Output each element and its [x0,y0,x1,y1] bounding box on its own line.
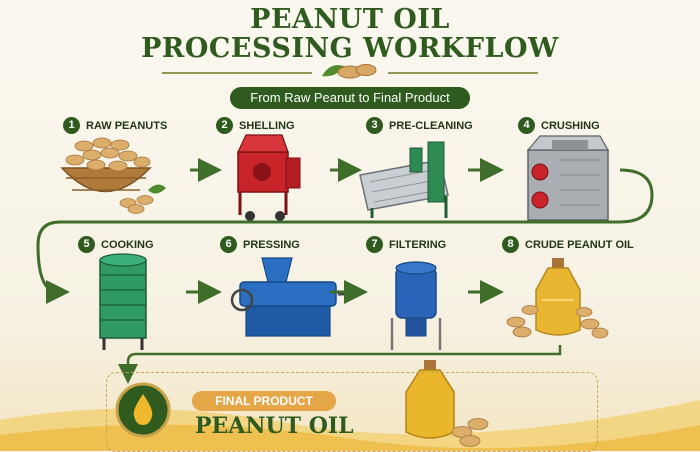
final-oil-bottle-icon [405,360,489,447]
raw-peanuts-basket-icon [60,137,166,214]
step-3-text: PRE-CLEANING [389,119,473,132]
final-product-panel [106,372,598,452]
step-2-label: 2 SHELLING [216,117,295,134]
cooking-tower-icon [99,253,147,350]
step-8-text: CRUDE PEANUT OIL [525,238,634,251]
step-7-label: 7 FILTERING [366,236,446,253]
step-7-text: FILTERING [389,238,447,251]
screw-press-icon [230,257,350,337]
title-line-1: PEANUT OIL [250,4,450,35]
oil-filter-icon [390,261,442,350]
step-5-label: 5 COOKING [78,236,154,253]
step-6-number: 6 [220,236,237,253]
step-3-number: 3 [366,117,383,134]
final-product-badge: FINAL PRODUCT [192,391,336,411]
step-1-number: 1 [63,117,80,134]
step-4-text: CRUSHING [541,119,600,132]
subtitle-pill: From Raw Peanut to Final Product [230,87,470,109]
step-4-number: 4 [518,117,535,134]
final-product-title: PEANUT OIL [195,413,354,439]
oil-drop-icon [115,382,171,438]
step-4-label: 4 CRUSHING [518,117,600,134]
step-6-label: 6 PRESSING [220,236,300,253]
decorative-line-right [388,72,538,74]
crude-oil-bottle-icon [506,258,609,339]
step-2-text: SHELLING [239,119,295,132]
title-line-2: PROCESSING WORKFLOW [141,33,559,64]
flow-connector-row1-row2 [36,168,654,304]
step-5-text: COOKING [101,238,154,251]
step-7-number: 7 [366,236,383,253]
flow-connector-to-final [118,345,562,384]
step-8-label: 8 CRUDE PEANUT OIL [502,236,634,253]
decorative-line-left [162,72,312,74]
step-1-label: 1 RAW PEANUTS [63,117,167,134]
step-2-number: 2 [216,117,233,134]
step-1-text: RAW PEANUTS [86,119,168,132]
step-5-number: 5 [78,236,95,253]
pre-cleaner-machine-icon [359,141,449,218]
crusher-machine-icon [526,135,610,221]
step-8-number: 8 [502,236,519,253]
step-6-text: PRESSING [243,238,300,251]
step-3-label: 3 PRE-CLEANING [366,117,473,134]
sheller-machine-icon [237,134,301,221]
